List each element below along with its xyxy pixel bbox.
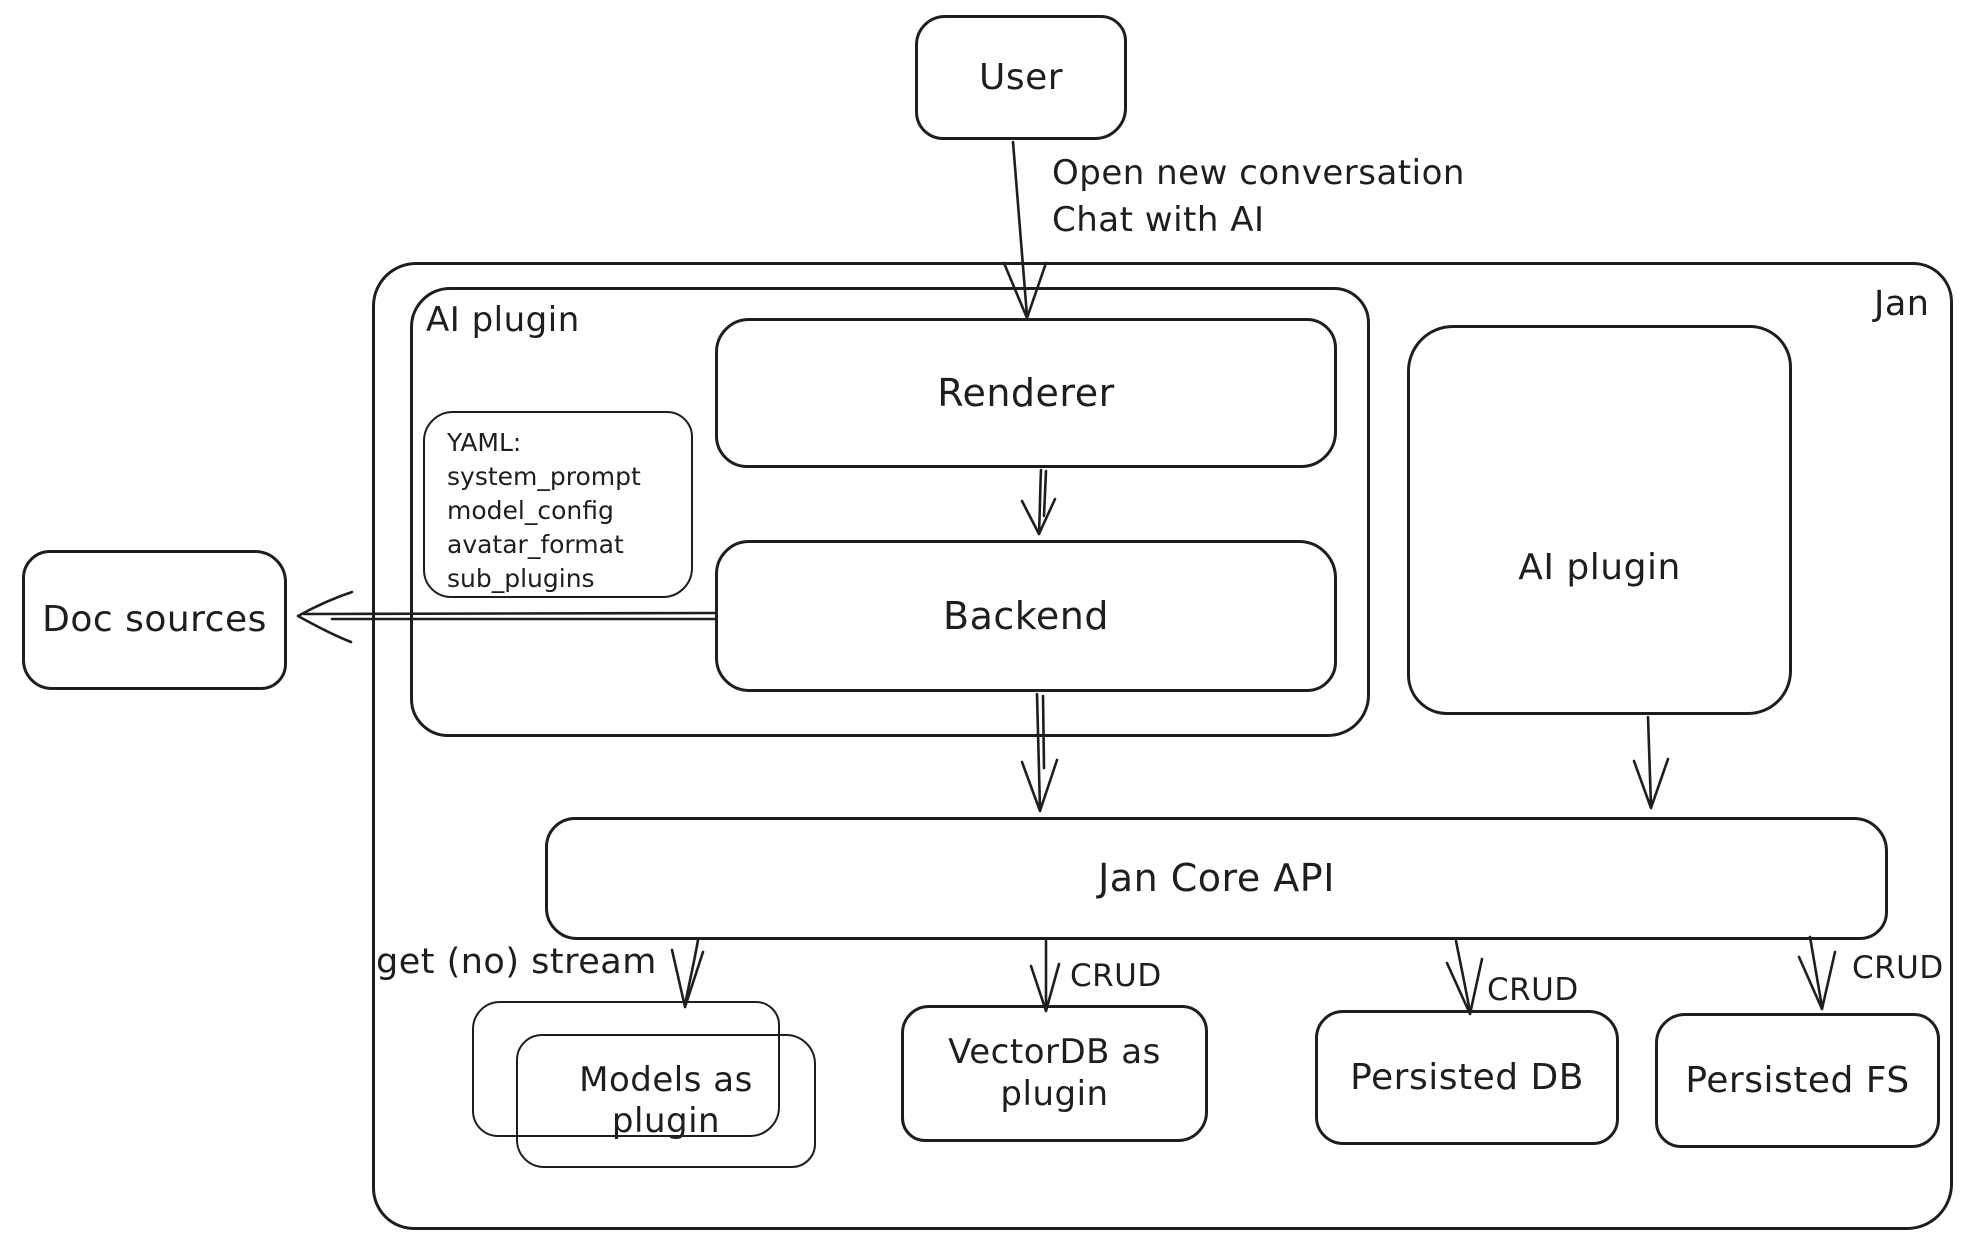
node-persisted-fs-label: Persisted FS xyxy=(1685,1059,1910,1101)
node-ai-plugin: AI plugin xyxy=(1407,325,1792,715)
node-jan-core-api-label: Jan Core API xyxy=(1098,856,1335,901)
jan-system-container xyxy=(372,262,1953,1230)
jan-system-title: Jan xyxy=(1874,284,1930,324)
node-models-as-plugin-shadow xyxy=(472,1001,780,1137)
node-models-as-plugin-label: Models as plugin xyxy=(579,1059,753,1141)
edge-label-chat-with-ai: Chat with AI xyxy=(1052,200,1265,240)
node-vectordb-as-plugin: VectorDB as plugin xyxy=(901,1005,1208,1142)
ai-plugin-group-title: AI plugin xyxy=(426,300,580,340)
node-persisted-fs: Persisted FS xyxy=(1655,1013,1940,1148)
node-doc-sources: Doc sources xyxy=(22,550,287,690)
node-backend-label: Backend xyxy=(943,593,1109,638)
yaml-note-line: model_config xyxy=(447,496,614,525)
node-ai-plugin-label: AI plugin xyxy=(1518,547,1681,589)
node-user-label: User xyxy=(978,56,1064,98)
ai-plugin-group-container xyxy=(410,287,1370,737)
yaml-note-line: sub_plugins xyxy=(447,564,595,593)
node-models-as-plugin: Models as plugin xyxy=(516,1034,816,1168)
yaml-note-line: YAML: xyxy=(447,428,522,457)
node-persisted-db: Persisted DB xyxy=(1315,1010,1619,1145)
node-jan-core-api: Jan Core API xyxy=(545,817,1888,940)
edge-label-crud-persisted-db: CRUD xyxy=(1487,972,1579,1008)
node-persisted-db-label: Persisted DB xyxy=(1350,1056,1584,1098)
node-renderer: Renderer xyxy=(715,318,1337,468)
node-vectordb-as-plugin-label: VectorDB as plugin xyxy=(948,1032,1161,1114)
node-user: User xyxy=(915,15,1127,140)
edge-label-user-to-renderer: Open new conversation Chat with AI xyxy=(1052,150,1465,244)
edge-label-get-no-stream: get (no) stream xyxy=(376,942,657,982)
edge-label-open-conversation: Open new conversation xyxy=(1052,153,1465,193)
yaml-note-line: system_prompt xyxy=(447,462,641,491)
yaml-note: YAML: system_prompt model_config avatar_… xyxy=(423,411,693,598)
node-renderer-label: Renderer xyxy=(937,370,1115,415)
node-backend: Backend xyxy=(715,540,1337,692)
yaml-note-line: avatar_format xyxy=(447,530,624,559)
edge-label-crud-vectordb: CRUD xyxy=(1070,958,1162,994)
edge-label-crud-persisted-fs: CRUD xyxy=(1852,950,1944,986)
node-doc-sources-label: Doc sources xyxy=(42,599,267,641)
